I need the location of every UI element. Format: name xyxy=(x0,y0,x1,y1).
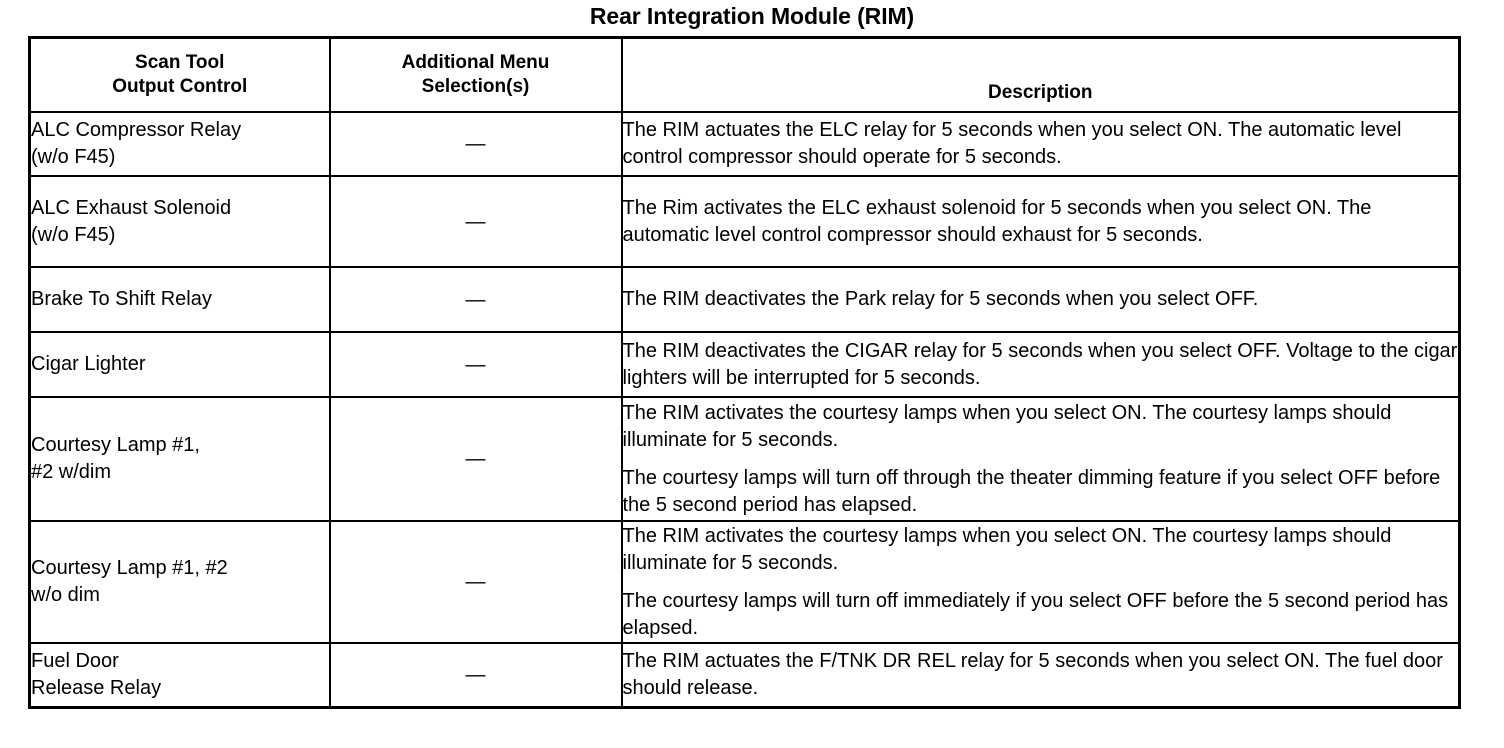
em-dash-icon: — xyxy=(465,664,486,686)
table-row: Fuel Door Release Relay — The RIM actuat… xyxy=(28,642,1461,709)
cell-scan-tool-output-control: Cigar Lighter xyxy=(28,331,331,398)
control-line-2: (w/o F45) xyxy=(31,223,116,246)
control-line-1: Courtesy Lamp #1, #2 xyxy=(31,557,228,579)
em-dash-icon: — xyxy=(465,133,486,155)
page-title: Rear Integration Module (RIM) xyxy=(589,3,915,29)
column-header-line-1: Scan Tool xyxy=(135,52,225,73)
em-dash-icon: — xyxy=(465,210,486,233)
rim-table-container: Scan Tool Output Control Additional Menu… xyxy=(28,36,1461,709)
description-paragraph: The RIM activates the courtesy lamps whe… xyxy=(622,401,1392,451)
description-paragraph: The RIM actuates the F/TNK DR REL relay … xyxy=(622,650,1443,699)
table-row: Courtesy Lamp #1, #2 w/dim — The RIM act… xyxy=(28,396,1461,522)
control-line-2: w/o dim xyxy=(31,584,100,606)
control-line-1: Brake To Shift Relay xyxy=(31,288,212,310)
table-row: ALC Compressor Relay (w/o F45) — The RIM… xyxy=(28,111,1461,177)
column-header-line-2: Output Control xyxy=(112,76,248,97)
table-header: Scan Tool Output Control Additional Menu… xyxy=(28,36,1461,113)
cell-description: The RIM actuates the F/TNK DR REL relay … xyxy=(620,642,1461,709)
cell-scan-tool-output-control: Brake To Shift Relay xyxy=(28,266,331,333)
em-dash-icon: — xyxy=(465,571,486,593)
cell-additional-menu-selection: — xyxy=(328,266,623,333)
description-paragraph: The courtesy lamps will turn off through… xyxy=(622,466,1441,516)
em-dash-icon: — xyxy=(465,288,486,311)
em-dash-icon: — xyxy=(465,448,486,470)
cell-description: The Rim activates the ELC exhaust soleno… xyxy=(620,175,1461,268)
table-row: ALC Exhaust Solenoid (w/o F45) — The Rim… xyxy=(28,175,1461,268)
cell-scan-tool-output-control: ALC Compressor Relay (w/o F45) xyxy=(28,111,331,177)
cell-description: The RIM deactivates the CIGAR relay for … xyxy=(620,331,1461,398)
cell-description: The RIM activates the courtesy lamps whe… xyxy=(620,396,1461,522)
cell-additional-menu-selection: — xyxy=(328,396,623,522)
cell-additional-menu-selection: — xyxy=(328,642,623,709)
cell-scan-tool-output-control: Courtesy Lamp #1, #2 w/dim xyxy=(28,396,331,522)
cell-additional-menu-selection: — xyxy=(328,111,623,177)
cell-additional-menu-selection: — xyxy=(328,175,623,268)
table-row: Brake To Shift Relay — The RIM deactivat… xyxy=(28,266,1461,333)
table-row: Courtesy Lamp #1, #2 w/o dim — The RIM a… xyxy=(28,520,1461,644)
column-header-line-2: Selection(s) xyxy=(421,76,530,97)
control-line-1: ALC Exhaust Solenoid xyxy=(31,196,232,219)
description-paragraph: The Rim activates the ELC exhaust soleno… xyxy=(622,196,1372,246)
description-paragraph: The RIM deactivates the CIGAR relay for … xyxy=(622,339,1458,389)
column-header-line-1: Additional Menu xyxy=(401,52,550,73)
column-header-additional-menu-selections: Additional Menu Selection(s) xyxy=(328,36,623,113)
control-line-2: Release Relay xyxy=(31,677,162,699)
column-header-line-1: Description xyxy=(987,82,1093,103)
cell-description: The RIM deactivates the Park relay for 5… xyxy=(620,266,1461,333)
em-dash-icon: — xyxy=(465,353,486,376)
control-line-1: ALC Compressor Relay xyxy=(31,119,242,141)
column-header-scan-tool-output-control: Scan Tool Output Control xyxy=(28,36,331,113)
rim-output-control-table: Scan Tool Output Control Additional Menu… xyxy=(28,36,1461,709)
description-paragraph: The RIM deactivates the Park relay for 5… xyxy=(622,288,1259,310)
table-row: Cigar Lighter — The RIM deactivates the … xyxy=(28,331,1461,398)
table-header-row: Scan Tool Output Control Additional Menu… xyxy=(28,36,1461,113)
cell-description: The RIM actuates the ELC relay for 5 sec… xyxy=(620,111,1461,177)
control-line-2: (w/o F45) xyxy=(31,146,116,168)
cell-scan-tool-output-control: Courtesy Lamp #1, #2 w/o dim xyxy=(28,520,331,644)
control-line-1: Fuel Door xyxy=(31,650,119,672)
column-header-description: Description xyxy=(620,36,1461,113)
cell-scan-tool-output-control: Fuel Door Release Relay xyxy=(28,642,331,709)
table-body: ALC Compressor Relay (w/o F45) — The RIM… xyxy=(28,111,1461,709)
description-paragraph: The RIM activates the courtesy lamps whe… xyxy=(622,524,1392,574)
cell-additional-menu-selection: — xyxy=(328,331,623,398)
cell-additional-menu-selection: — xyxy=(328,520,623,644)
cell-description: The RIM activates the courtesy lamps whe… xyxy=(620,520,1461,644)
control-line-2: #2 w/dim xyxy=(31,461,112,483)
cell-scan-tool-output-control: ALC Exhaust Solenoid (w/o F45) xyxy=(28,175,331,268)
control-line-1: Cigar Lighter xyxy=(31,353,146,375)
control-line-1: Courtesy Lamp #1, xyxy=(31,434,200,456)
description-paragraph: The RIM actuates the ELC relay for 5 sec… xyxy=(622,119,1402,168)
description-paragraph: The courtesy lamps will turn off immedia… xyxy=(622,589,1449,639)
